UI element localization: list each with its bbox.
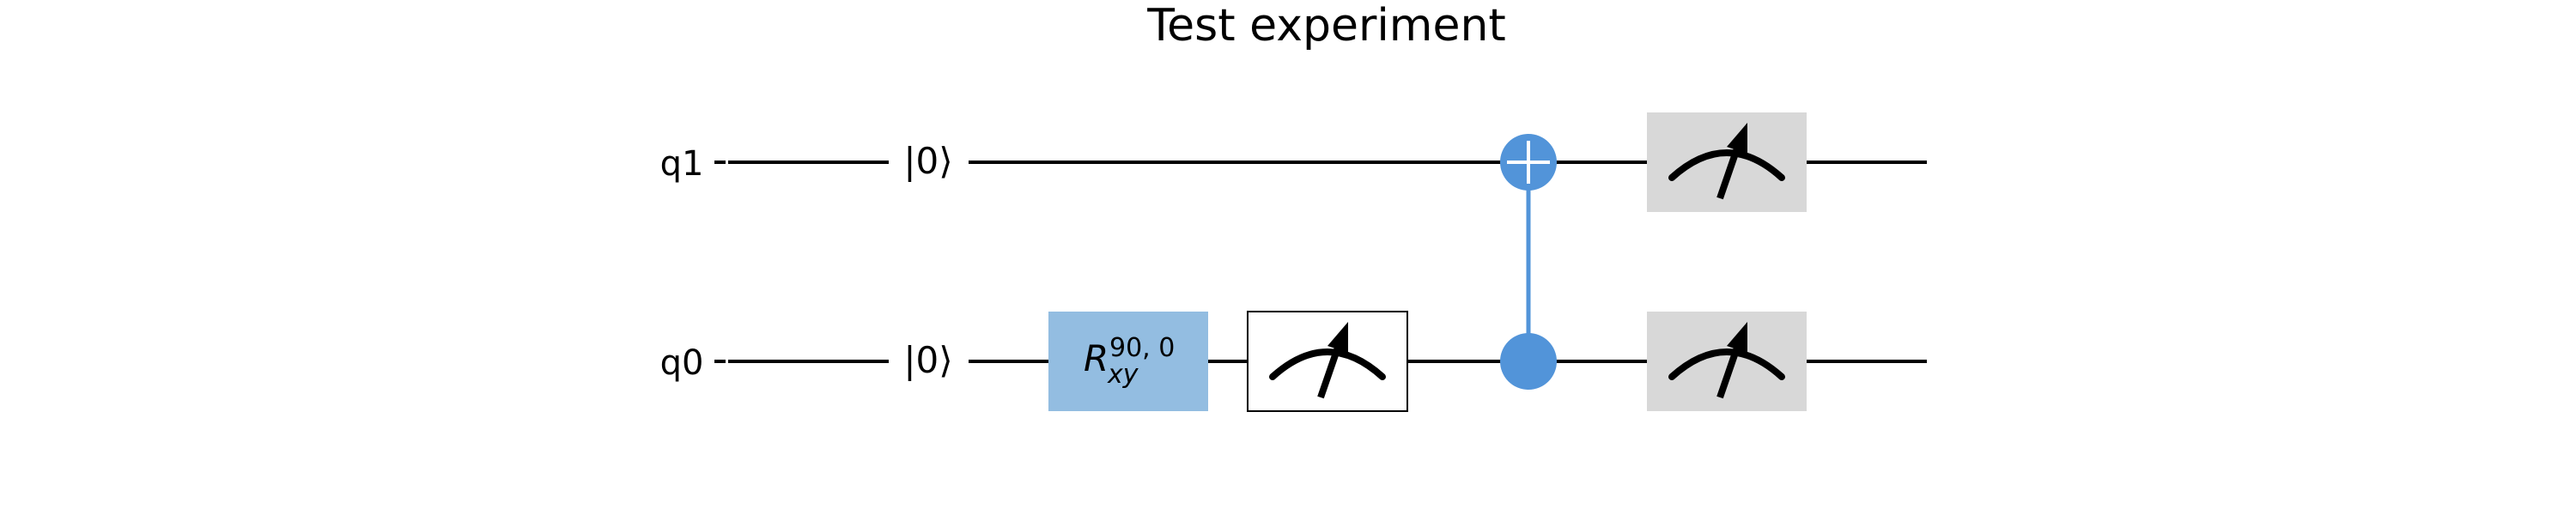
rxy-gate-superscript: 90, 0: [1109, 333, 1175, 363]
init-state-q1: |0⟩: [903, 140, 952, 182]
rxy-gate: R 90, 0 xy: [1048, 312, 1208, 411]
qubit-label-q1: q1: [660, 144, 704, 184]
init-state-q0: |0⟩: [903, 339, 952, 381]
qubit-label-q0: q0: [660, 343, 704, 383]
diagram-title: Test experiment: [1146, 0, 1506, 52]
cnot-target-icon: [1500, 134, 1557, 191]
cnot-gate: [1500, 134, 1557, 390]
measurement-q0-mid: [1247, 311, 1408, 412]
cnot-control-icon: [1500, 333, 1557, 390]
rxy-gate-subscript: xy: [1107, 360, 1139, 390]
measurement-q0-readout: [1647, 312, 1807, 411]
rxy-gate-symbol: R: [1084, 337, 1109, 379]
measurement-q1-readout: [1647, 112, 1807, 212]
